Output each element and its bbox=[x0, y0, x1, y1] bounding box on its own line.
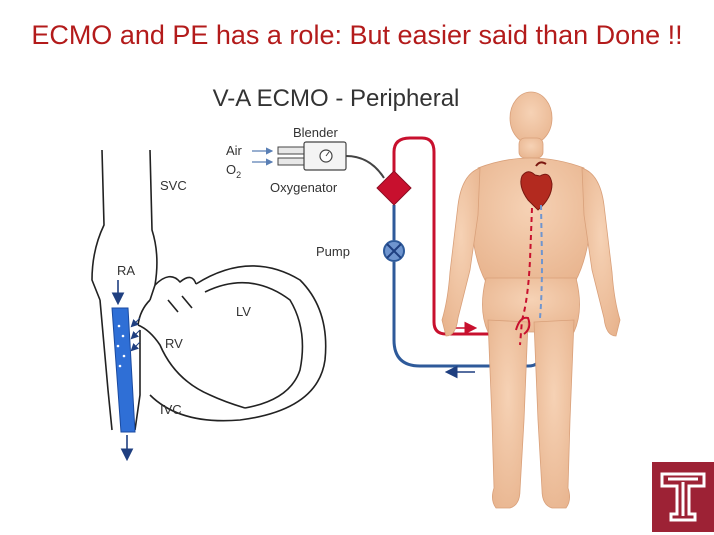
label-oxygenator: Oxygenator bbox=[270, 180, 338, 195]
hole-arrow-3 bbox=[130, 341, 141, 352]
label-rv: RV bbox=[165, 336, 183, 351]
heart-outline bbox=[91, 149, 327, 431]
label-ivc: IVC bbox=[160, 402, 182, 417]
blender-device bbox=[277, 141, 347, 171]
label-pump: Pump bbox=[316, 244, 350, 259]
human-figure bbox=[441, 91, 621, 509]
venous-cannula bbox=[111, 307, 136, 433]
label-blender: Blender bbox=[293, 125, 338, 140]
hole-arrow-2 bbox=[130, 329, 141, 340]
label-lv: LV bbox=[236, 304, 251, 319]
label-ra: RA bbox=[117, 263, 135, 278]
femoral-cannula-loop bbox=[515, 316, 531, 335]
hole-arrow-1 bbox=[130, 317, 141, 328]
cannula-side-holes bbox=[116, 324, 126, 368]
pump-icon bbox=[383, 240, 405, 262]
vena-cava-dashed bbox=[539, 204, 544, 319]
label-o2: O2 bbox=[226, 162, 241, 180]
gas-line bbox=[345, 155, 385, 179]
heart-icon bbox=[520, 161, 553, 211]
label-svc: SVC bbox=[160, 178, 187, 193]
oxygenator-icon bbox=[376, 170, 412, 206]
diagram-title: V-A ECMO - Peripheral bbox=[213, 85, 460, 112]
label-air: Air bbox=[226, 143, 243, 158]
temple-logo-icon bbox=[652, 462, 714, 532]
slide-title: ECMO and PE has a role: But easier said … bbox=[31, 20, 683, 50]
